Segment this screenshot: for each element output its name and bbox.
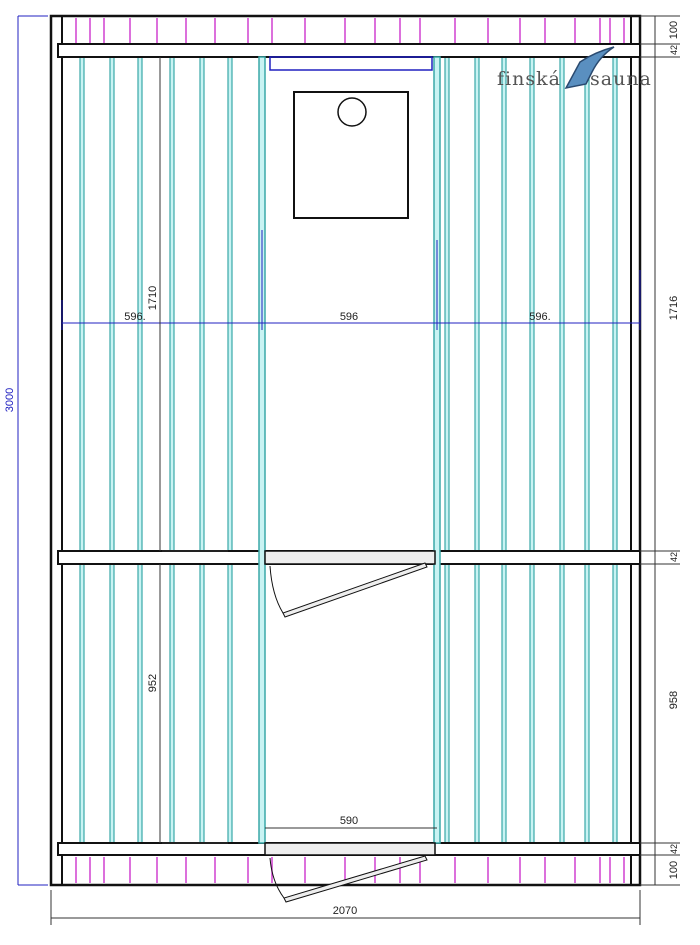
dim-overall-width: 2070 <box>333 905 357 917</box>
joist <box>559 563 565 844</box>
dim-room-left: 596. <box>124 311 145 323</box>
joist <box>444 56 450 552</box>
dim-right-bottom-beam: 42 <box>669 844 679 854</box>
top-beam <box>57 43 641 58</box>
finska-sauna-logo: finská sauna <box>497 46 652 90</box>
logo-word-finska: finská <box>497 68 561 90</box>
joist <box>529 563 535 844</box>
joist <box>199 563 205 844</box>
dim-left-lower: 952 <box>147 674 159 692</box>
dim-right-mid-beam: 42 <box>669 552 679 562</box>
dimension-lines-black <box>50 15 680 925</box>
joist <box>137 563 143 844</box>
dimension-lines <box>17 15 641 886</box>
joist <box>559 56 565 552</box>
joist <box>137 56 143 552</box>
door-middle[interactable] <box>264 550 436 618</box>
beams <box>57 43 641 856</box>
joist <box>169 56 175 552</box>
joist <box>474 56 480 552</box>
dim-right-top-wall: 100 <box>668 21 680 39</box>
joist <box>79 563 85 844</box>
joist <box>444 563 450 844</box>
logo-word-sauna: sauna <box>590 68 652 90</box>
outer-walls <box>49 14 642 887</box>
joist <box>227 563 233 844</box>
door-bottom[interactable] <box>264 842 436 903</box>
stove <box>293 91 409 219</box>
joist <box>169 563 175 844</box>
partitions <box>258 56 441 844</box>
joist <box>79 56 85 552</box>
joist <box>227 56 233 552</box>
dim-right-top-beam: 42 <box>669 45 679 55</box>
dim-room-middle: 596 <box>340 311 358 323</box>
chimney-icon <box>337 97 367 127</box>
bench-outline <box>269 56 433 71</box>
joist <box>109 56 115 552</box>
dim-overall-height: 3000 <box>4 388 16 412</box>
joist <box>584 56 590 552</box>
joist <box>109 563 115 844</box>
joist <box>199 56 205 552</box>
joist <box>584 563 590 844</box>
joist <box>501 563 507 844</box>
joist <box>529 56 535 552</box>
joist <box>501 56 507 552</box>
dim-right-lower: 958 <box>668 691 680 709</box>
joist <box>612 563 618 844</box>
dim-right-bottom-wall: 100 <box>668 861 680 879</box>
dim-door-width: 590 <box>340 815 358 827</box>
rafter-lines <box>75 18 625 883</box>
dim-left-upper: 1710 <box>147 286 159 310</box>
joist <box>474 563 480 844</box>
dim-right-upper: 1716 <box>668 296 680 320</box>
dim-room-right: 596. <box>529 311 550 323</box>
joist <box>612 56 618 552</box>
